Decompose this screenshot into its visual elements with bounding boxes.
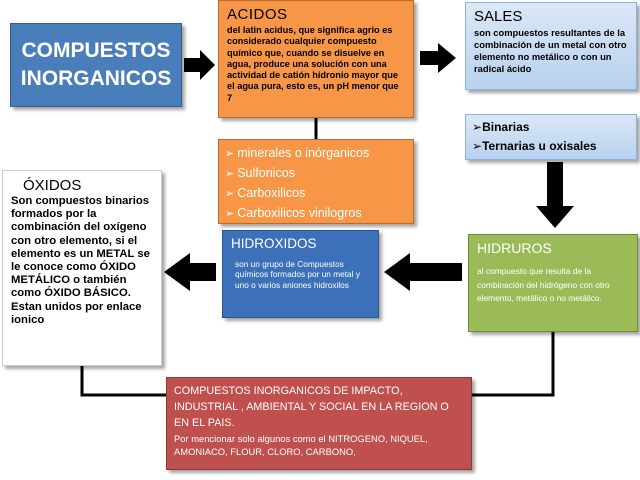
arrow-sales-to-hidruros [536, 162, 574, 228]
hidruros-to-bottom-line [472, 332, 555, 397]
oxidos-text: Son compuestos binarios formados por la … [11, 195, 150, 326]
sales-types-list: ➢Binarias ➢Ternarias u oxisales [472, 118, 630, 156]
list-item: ➢minerales o inórganicos [225, 146, 370, 160]
acidos-text: del latin acidus, que significa agrio es… [227, 25, 399, 103]
sales-box: SALES son compuestos resultantes de la c… [465, 2, 637, 90]
arrow-bullet-icon: ➢ [225, 188, 235, 200]
main-title-box: COMPUESTOS INORGANICOS [10, 23, 182, 107]
main-title: COMPUESTOS INORGANICOS [20, 39, 172, 90]
acidos-box: ACIDOS del latin acidus, que significa a… [218, 0, 414, 118]
list-item: ➢Carboxilicos vinilogros [225, 206, 362, 220]
acidos-title: ACIDOS [227, 6, 288, 23]
hidruros-text: al compuesto que resulta de la combinaci… [477, 266, 610, 304]
hidroxidos-text: son un grupo de Compuestos químicos form… [235, 259, 360, 290]
arrow-bullet-icon: ➢ [225, 208, 235, 220]
list-item: ➢Carboxilicos [225, 186, 306, 200]
oxidos-box: ÓXIDOS Son compuestos binarios formados … [2, 170, 162, 366]
arrow-bullet-icon: ➢ [472, 139, 483, 153]
arrow-acidos-to-sales [420, 43, 456, 73]
hidroxidos-box: HIDROXIDOS son un grupo de Compuestos qu… [222, 230, 379, 318]
arrow-bullet-icon: ➢ [225, 148, 235, 160]
impact-box: COMPUESTOS INORGANICOS DE IMPACTO, INDUS… [166, 377, 472, 470]
sales-title: SALES [474, 8, 523, 25]
list-item: ➢Sulfonicos [225, 166, 295, 180]
arrow-bullet-icon: ➢ [225, 168, 235, 180]
sales-text: son compuestos resultantes de la combina… [474, 27, 627, 74]
hidruros-title: HIDRUROS [477, 240, 552, 256]
arrow-main-to-acidos [184, 50, 215, 80]
impact-title: COMPUESTOS INORGANICOS DE IMPACTO, INDUS… [174, 385, 449, 429]
sales-types-box: ➢Binarias ➢Ternarias u oxisales [465, 114, 637, 160]
impact-text: Por mencionar solo algunos como el NITRO… [174, 433, 428, 457]
list-item: ➢Binarias [472, 120, 530, 134]
hidroxidos-title: HIDROXIDOS [231, 236, 317, 251]
acidos-types-box: ➢minerales o inórganicos ➢Sulfonicos ➢Ca… [218, 139, 414, 224]
oxidos-title: ÓXIDOS [23, 177, 82, 194]
list-item: ➢Ternarias u oxisales [472, 139, 597, 153]
arrow-hidroxidos-to-oxidos [164, 253, 216, 291]
arrow-hidruros-to-hidroxidos [384, 253, 462, 291]
hidruros-box: HIDRUROS al compuesto que resulta de la … [468, 234, 638, 332]
arrow-bullet-icon: ➢ [472, 120, 483, 134]
bottom-to-oxidos-line [80, 366, 166, 397]
acidos-types-list: ➢minerales o inórganicos ➢Sulfonicos ➢Ca… [225, 144, 407, 224]
